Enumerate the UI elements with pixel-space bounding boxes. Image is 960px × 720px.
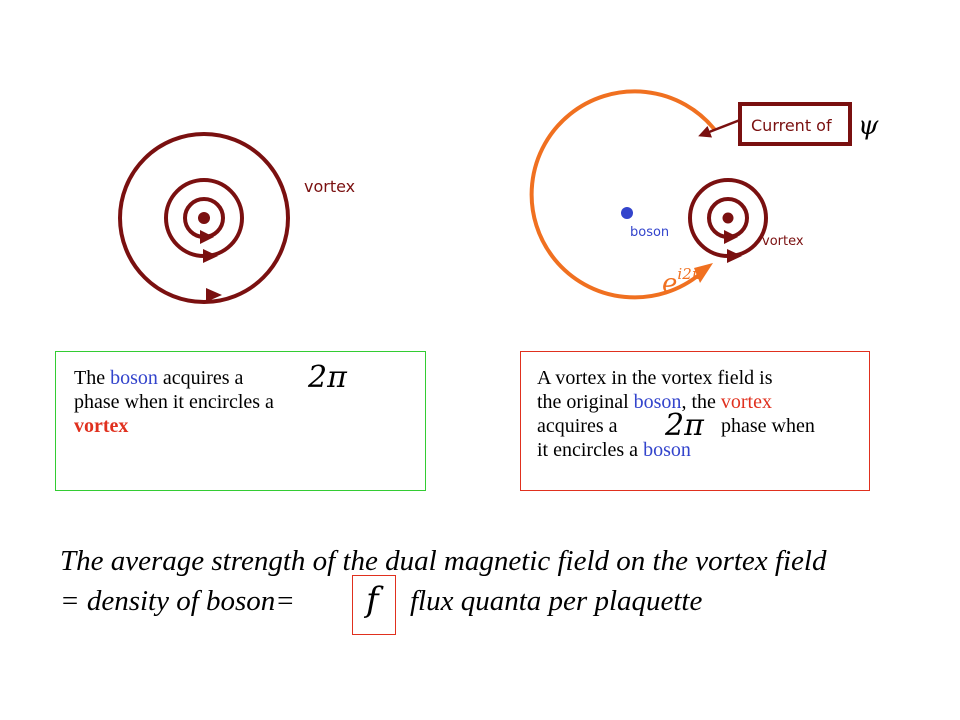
- current-label-box: [738, 102, 852, 146]
- boson-orbit: [529, 89, 717, 300]
- left-vortex-diagram: vortex: [118, 132, 355, 304]
- right-explanation-box: A vortex in the vortex field is the orig…: [520, 351, 870, 491]
- current-pointer-line: [698, 118, 741, 138]
- right-box-boson-word: boson: [633, 391, 682, 413]
- boson-label: boson: [630, 225, 669, 240]
- left-box-line2: phase when it encircles a: [74, 391, 274, 413]
- left-explanation-box: The boson acquires a phase when it encir…: [55, 351, 426, 491]
- bottom-statement-line2-pre: = density of boson=: [60, 585, 295, 617]
- right-box-boson-word-2: boson: [643, 439, 691, 461]
- right-box-line4: it encircles a boson: [537, 438, 691, 462]
- left-box-line1-post: acquires a: [157, 367, 244, 389]
- right-arrow-inner: [724, 230, 738, 244]
- psi-symbol: ψ: [858, 111, 879, 141]
- phase-factor: ei2π: [662, 265, 703, 299]
- left-box-line1: The boson acquires a: [74, 366, 243, 390]
- bottom-statement-line1: The average strength of the dual magneti…: [60, 545, 827, 577]
- right-box-line3-post: phase when: [721, 415, 815, 437]
- f-symbol: f: [366, 580, 379, 620]
- left-box-line1-pre: The: [74, 367, 111, 389]
- right-box-line4-pre: it encircles a: [537, 439, 644, 461]
- left-vortex-label: vortex: [304, 177, 355, 196]
- left-outer-circle: [118, 132, 290, 304]
- left-arrow-outer: [206, 288, 222, 302]
- right-box-line2-mid: , the: [681, 391, 721, 413]
- right-vortex-label: vortex: [762, 234, 804, 249]
- right-box-line2: the original boson, the vortex: [537, 390, 772, 414]
- orbit-arrowhead: [694, 263, 713, 283]
- left-vortex-core: [198, 212, 210, 224]
- right-boson-diagram: boson vortex ei2π Current of ψ: [529, 89, 879, 300]
- left-arrow-middle: [203, 249, 218, 263]
- left-arrow-inner: [200, 230, 214, 244]
- f-symbol-box: [352, 575, 396, 635]
- left-box-boson-word: boson: [110, 367, 158, 389]
- right-box-two-pi: 2π: [665, 408, 704, 443]
- current-label: Current of: [751, 116, 832, 135]
- right-vortex-core: [722, 212, 734, 224]
- right-box-line2-pre: the original: [537, 391, 634, 413]
- right-box-line1: A vortex in the vortex field is: [537, 367, 773, 389]
- right-box-line3-pre: acquires a: [537, 415, 618, 437]
- right-box-vortex-word: vortex: [720, 391, 772, 413]
- left-box-vortex-word: vortex: [74, 415, 129, 437]
- bottom-statement-line2-post: flux quanta per plaquette: [410, 585, 703, 617]
- boson-dot: [621, 207, 633, 219]
- right-arrow-outer: [727, 249, 742, 263]
- left-box-two-pi: 2π: [308, 360, 347, 395]
